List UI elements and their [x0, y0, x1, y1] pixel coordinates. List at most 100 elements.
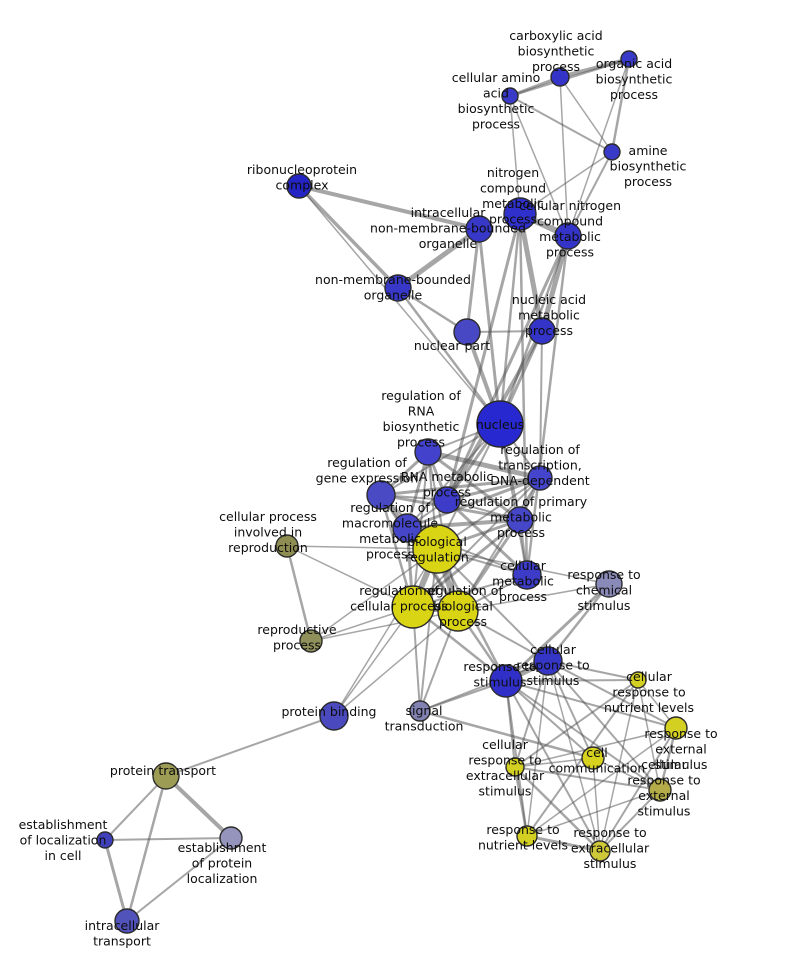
edge-regulation_of_transcription_dna_dependent--regulation_of_macromolecule_metabolic_process: [405, 476, 542, 530]
node-regulation_of_rna_biosynthetic_process[interactable]: [414, 438, 442, 466]
edge-cellular_amino_acid_biosynthetic_process--nitrogen_compound_metabolic_process: [509, 95, 521, 215]
node-cellular_nitrogen_compound_metabolic_process[interactable]: [554, 222, 582, 250]
node-nucleus[interactable]: [476, 400, 524, 448]
node-amine_biosynthetic_process[interactable]: [603, 143, 621, 161]
node-nitrogen_compound_metabolic_process[interactable]: [503, 197, 537, 231]
edge-regulation_of_transcription_dna_dependent--rna_metabolic_process: [445, 476, 542, 502]
label-cellular_amino_acid_biosynthetic_process-line-0: cellular amino: [452, 70, 541, 85]
edge-response_to_stimulus--cellular_response_to_nutrient_levels: [505, 679, 639, 682]
label-regulation_of_rna_biosynthetic_process-line-2: biosynthetic: [383, 419, 460, 434]
edge-protein_binding--regulation_of_cellular_process: [333, 606, 414, 717]
node-organic_acid_biosynthetic_process[interactable]: [620, 50, 638, 68]
edge-cellular_response_to_stimulus--cellular_response_to_extracellular_stimulus: [514, 660, 549, 768]
node-regulation_of_gene_expression[interactable]: [366, 480, 396, 510]
node-response_to_stimulus[interactable]: [489, 664, 523, 698]
edge-ribonucleoprotein_complex--intracellular_non_membrane_bounded_organelle: [297, 184, 481, 231]
label-amine_biosynthetic_process-line-0: amine: [629, 143, 668, 158]
label-regulation_of_gene_expression-line-1: gene expression: [316, 471, 419, 486]
edge-regulation_of_primary_metabolic_process--regulation_of_cellular_process: [411, 518, 522, 609]
node-regulation_of_cellular_process[interactable]: [391, 585, 435, 629]
edge-cellular_response_to_stimulus--response_to_extracellular_stimulus: [547, 660, 601, 852]
node-biological_regulation[interactable]: [412, 524, 462, 574]
node-regulation_of_macromolecule_metabolic_process[interactable]: [392, 513, 422, 543]
label-establishment_of_protein_localization-line-2: localization: [187, 871, 258, 886]
label-nitrogen_compound_metabolic_process-line-0: nitrogen: [487, 165, 539, 180]
edge-ribonucleoprotein_complex--non_membrane_bounded_organelle: [297, 184, 400, 290]
node-cellular_response_to_stimulus[interactable]: [533, 646, 563, 676]
edge-reproductive_process--biological_regulation: [310, 548, 438, 642]
node-protein_transport[interactable]: [152, 762, 180, 790]
label-regulation_of_rna_biosynthetic_process-line-1: RNA: [408, 404, 435, 419]
label-response_to_external_stimulus-line-2: stimulus: [655, 757, 708, 772]
label-amine_biosynthetic_process-line-1: biosynthetic: [610, 159, 687, 174]
node-establishment_of_protein_localization[interactable]: [219, 826, 243, 850]
node-cellular_process_involved_in_reproduction[interactable]: [275, 534, 299, 558]
edge-intracellular_non_membrane_bounded_organelle--non_membrane_bounded_organelle: [395, 226, 482, 291]
edge-cellular_response_to_extracellular_stimulus--response_to_extracellular_stimulus: [513, 765, 602, 853]
edge-response_to_stimulus--cell_communication: [505, 680, 594, 759]
edge-nitrogen_compound_metabolic_process--rna_metabolic_process: [445, 212, 522, 502]
edge-cellular_response_to_nutrient_levels--response_to_extracellular_stimulus: [599, 679, 639, 852]
edge-cellular_response_to_stimulus--cellular_response_to_nutrient_levels: [547, 660, 639, 681]
edge-protein_transport--establishment_of_protein_localization: [164, 774, 233, 840]
node-regulation_of_transcription_dna_dependent[interactable]: [527, 465, 553, 491]
edge-response_to_chemical_stimulus--response_to_stimulus: [504, 582, 611, 683]
edge-carboxylic_acid_biosynthetic_process--cellular_nitrogen_compound_metabolic_process: [559, 76, 569, 237]
node-rna_metabolic_process[interactable]: [433, 486, 461, 514]
edge-cellular_response_to_stimulus--response_to_nutrient_levels: [526, 660, 549, 837]
node-cellular_amino_acid_biosynthetic_process[interactable]: [501, 87, 519, 105]
label-establishment_of_localization_in_cell-line-1: of localization: [20, 833, 107, 848]
node-response_to_nutrient_levels[interactable]: [516, 825, 538, 847]
node-non_membrane_bounded_organelle[interactable]: [384, 274, 412, 302]
edge-ribonucleoprotein_complex--nucleus: [298, 185, 501, 425]
node-signal_transduction[interactable]: [409, 700, 431, 722]
edge-regulation_of_transcription_dna_dependent--regulation_of_gene_expression: [379, 476, 542, 497]
node-regulation_of_biological_process[interactable]: [437, 590, 479, 632]
edge-cellular_response_to_stimulus--cell_communication: [547, 660, 594, 759]
edge-response_to_external_stimulus--response_to_nutrient_levels: [526, 727, 677, 837]
node-response_to_chemical_stimulus[interactable]: [595, 570, 623, 598]
node-cell_communication[interactable]: [581, 746, 605, 770]
label-cellular_response_to_extracellular_stimulus-line-3: stimulus: [479, 784, 532, 799]
edge-cellular_process_involved_in_reproduction--biological_regulation: [286, 545, 438, 550]
edge-cell_communication--cellular_response_to_extracellular_stimulus: [514, 757, 594, 768]
node-response_to_external_stimulus[interactable]: [664, 716, 688, 740]
label-carboxylic_acid_biosynthetic_process-line-1: biosynthetic: [518, 44, 595, 59]
edge-nucleus--cellular_metabolic_process: [499, 423, 528, 576]
node-carboxylic_acid_biosynthetic_process[interactable]: [550, 67, 570, 87]
node-ribonucleoprotein_complex[interactable]: [286, 173, 312, 199]
node-cellular_metabolic_process[interactable]: [512, 560, 542, 590]
node-reproductive_process[interactable]: [299, 629, 323, 653]
label-response_to_extracellular_stimulus-line-0: response to: [573, 825, 646, 840]
edge-cellular_response_to_nutrient_levels--cellular_response_to_extracellular_stimulus: [514, 679, 639, 768]
edge-response_to_nutrient_levels--response_to_extracellular_stimulus: [525, 834, 602, 853]
edge-cellular_response_to_stimulus--cellular_response_to_external_stimulus: [547, 660, 661, 791]
edge-signal_transduction--cell_communication: [418, 709, 595, 760]
node-intracellular_transport[interactable]: [114, 908, 140, 934]
node-cellular_response_to_external_stimulus[interactable]: [648, 778, 672, 802]
edge-cellular_response_to_stimulus--response_to_external_stimulus: [547, 660, 677, 729]
label-establishment_of_localization_in_cell-line-0: establishment: [19, 817, 108, 832]
edge-response_to_external_stimulus--response_to_extracellular_stimulus: [599, 727, 677, 852]
node-establishment_of_localization_in_cell[interactable]: [96, 831, 114, 849]
edge-protein_transport--intracellular_transport: [125, 774, 168, 923]
edge-nitrogen_compound_metabolic_process--nucleic_acid_metabolic_process: [517, 211, 545, 334]
edge-cellular_nitrogen_compound_metabolic_process--rna_metabolic_process: [445, 234, 570, 502]
node-cellular_response_to_extracellular_stimulus[interactable]: [505, 757, 525, 777]
label-amine_biosynthetic_process-line-2: process: [624, 174, 672, 189]
edge-protein_binding--regulation_of_biological_process: [333, 610, 459, 717]
edge-amine_biosynthetic_process--nitrogen_compound_metabolic_process: [519, 151, 613, 215]
node-protein_binding[interactable]: [319, 701, 349, 731]
node-cellular_response_to_nutrient_levels[interactable]: [629, 671, 647, 689]
label-carboxylic_acid_biosynthetic_process-line-0: carboxylic acid: [509, 28, 602, 43]
edge-carboxylic_acid_biosynthetic_process--amine_biosynthetic_process: [559, 76, 613, 153]
node-regulation_of_primary_metabolic_process[interactable]: [506, 506, 534, 534]
node-nuclear_part[interactable]: [453, 318, 481, 346]
node-intracellular_non_membrane_bounded_organelle[interactable]: [465, 215, 493, 243]
node-response_to_extracellular_stimulus[interactable]: [589, 840, 611, 862]
node-nucleic_acid_metabolic_process[interactable]: [528, 317, 556, 345]
edge-amine_biosynthetic_process--cellular_nitrogen_compound_metabolic_process: [567, 151, 613, 237]
edge-response_to_chemical_stimulus--cellular_response_to_stimulus: [546, 582, 611, 663]
